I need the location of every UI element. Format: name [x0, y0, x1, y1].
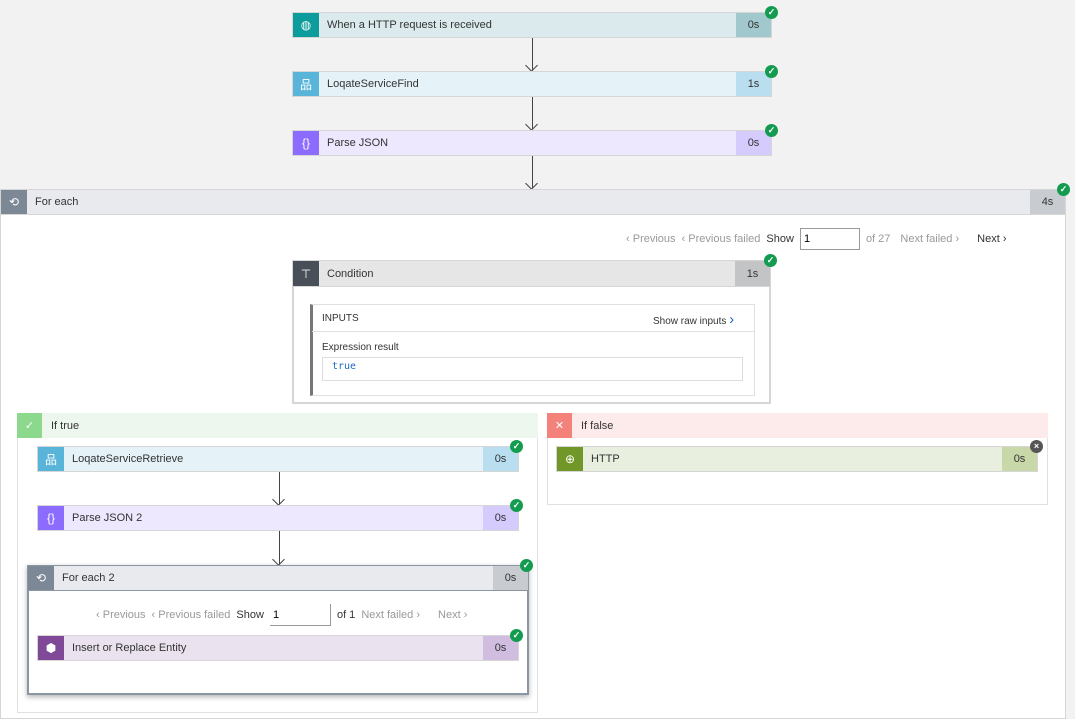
success-check-icon: ✓ [765, 6, 778, 19]
show-label: Show [236, 609, 264, 621]
x-icon: ✕ [547, 413, 572, 438]
step-title: Parse JSON [327, 137, 389, 149]
if-true-label: If true [51, 419, 80, 432]
chevron-right-icon: › [729, 311, 735, 328]
success-check-icon: ✓ [510, 440, 523, 453]
next-button[interactable]: Next › [438, 609, 468, 621]
arrow-connector [532, 97, 533, 129]
condition-header[interactable]: ⊤ Condition 1s [292, 260, 771, 287]
success-check-icon: ✓ [764, 254, 777, 267]
show-raw-inputs-link[interactable]: Show raw inputs › [653, 311, 735, 328]
foreach2-title: For each 2 [62, 572, 115, 584]
step-title: LoqateServiceFind [327, 78, 419, 90]
json-braces-icon: {} [293, 131, 319, 155]
loop-icon: ⟲ [28, 566, 54, 590]
step-title: Parse JSON 2 [72, 512, 143, 524]
step-duration: 0s [736, 131, 771, 155]
inputs-label: INPUTS [322, 313, 359, 324]
arrow-connector [532, 38, 533, 70]
arrow-connector [279, 472, 280, 504]
success-check-icon: ✓ [765, 65, 778, 78]
step-http[interactable]: ⊕ HTTP 0s [556, 446, 1038, 472]
foreach-title: For each [35, 196, 79, 208]
expression-label: Expression result [322, 342, 399, 353]
success-check-icon: ✓ [510, 629, 523, 642]
iteration-input[interactable] [799, 228, 860, 250]
globe-request-icon: ◍ [293, 13, 319, 37]
step-http-trigger[interactable]: ◍ When a HTTP request is received 0s [292, 12, 772, 38]
next-button[interactable]: Next › [977, 233, 1007, 245]
step-loqate-find[interactable]: 品 LoqateServiceFind 1s [292, 71, 772, 97]
step-loqate-retrieve[interactable]: 品 LoqateServiceRetrieve 0s [37, 446, 519, 472]
step-title: When a HTTP request is received [327, 19, 492, 31]
success-check-icon: ✓ [510, 499, 523, 512]
previous-failed-button[interactable]: ‹ Previous failed [681, 233, 761, 245]
step-parse-json[interactable]: {} Parse JSON 0s [292, 130, 772, 156]
success-check-icon: ✓ [765, 124, 778, 137]
next-failed-button[interactable]: Next failed › [361, 609, 421, 621]
previous-button[interactable]: ‹ Previous [96, 609, 146, 621]
check-icon: ✓ [17, 413, 42, 438]
step-title: Insert or Replace Entity [72, 642, 187, 654]
step-duration: 0s [736, 13, 771, 37]
expression-value: true [322, 357, 743, 381]
previous-failed-button[interactable]: ‹ Previous failed [151, 609, 231, 621]
success-check-icon: ✓ [520, 559, 533, 572]
foreach-header[interactable]: ⟲ For each 4s [0, 189, 1066, 215]
if-false-label: If false [581, 419, 614, 432]
step-insert-replace-entity[interactable]: ⬢ Insert or Replace Entity 0s [37, 635, 519, 661]
show-label: Show [766, 233, 794, 245]
loop-icon: ⟲ [1, 190, 27, 214]
iteration-input[interactable] [269, 604, 331, 626]
arrow-connector [532, 156, 533, 188]
json-braces-icon: {} [38, 506, 64, 530]
iteration-count: of 27 [865, 233, 891, 245]
step-duration: 1s [736, 72, 771, 96]
arrow-connector [279, 531, 280, 564]
condition-icon: ⊤ [293, 261, 319, 286]
globe-icon: ⊕ [557, 447, 583, 471]
skipped-x-icon: × [1030, 440, 1043, 453]
success-check-icon: ✓ [1057, 183, 1070, 196]
next-failed-button[interactable]: Next failed › [900, 233, 960, 245]
condition-duration: 1s [735, 261, 770, 286]
step-title: LoqateServiceRetrieve [72, 453, 184, 465]
condition-title: Condition [327, 267, 374, 280]
if-true-header[interactable]: ✓ If true [17, 413, 538, 438]
foreach2-header[interactable]: ⟲ For each 2 0s [27, 565, 529, 591]
inputs-divider [312, 331, 754, 332]
inputs-panel [310, 304, 755, 396]
hierarchy-icon: 品 [38, 447, 64, 471]
foreach2-pager: ‹ Previous ‹ Previous failed Show of 1 N… [96, 604, 467, 626]
iteration-count: of 1 [336, 609, 356, 621]
hierarchy-icon: 品 [293, 72, 319, 96]
step-parse-json-2[interactable]: {} Parse JSON 2 0s [37, 505, 519, 531]
table-storage-icon: ⬢ [38, 636, 64, 660]
step-title: HTTP [591, 453, 620, 465]
if-false-header[interactable]: ✕ If false [547, 413, 1048, 438]
step-duration: 0s [1002, 447, 1037, 471]
foreach-pager: ‹ Previous ‹ Previous failed Show of 27 … [626, 228, 1007, 250]
previous-button[interactable]: ‹ Previous [626, 233, 676, 245]
